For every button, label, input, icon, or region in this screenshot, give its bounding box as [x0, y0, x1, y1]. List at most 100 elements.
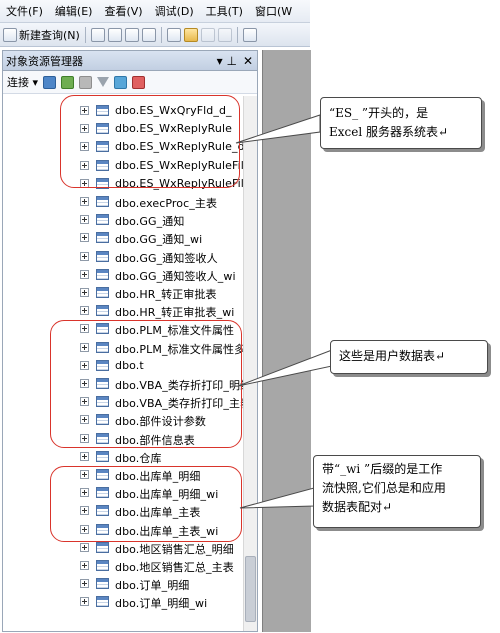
- tree-item-table[interactable]: dbo.ES_WxReplyRule_d: [3, 138, 243, 156]
- tree-item-table[interactable]: dbo.GG_通知: [3, 211, 243, 229]
- menu-view[interactable]: 查看(V): [104, 5, 143, 18]
- table-icon: [96, 578, 109, 590]
- toolbar-separator: [84, 26, 86, 43]
- menu-file[interactable]: 文件(F): [6, 5, 43, 18]
- tree-item-table[interactable]: dbo.VBA_类存折打印_主表: [3, 393, 243, 411]
- tree-item-table[interactable]: dbo.地区销售汇总_主表: [3, 557, 243, 575]
- expand-plus-icon[interactable]: [80, 524, 89, 534]
- table-icon: [96, 214, 109, 226]
- expand-plus-icon[interactable]: [80, 470, 89, 479]
- new-file-icon[interactable]: [166, 27, 181, 42]
- close-icon[interactable]: ✕: [242, 53, 253, 68]
- open-folder-icon[interactable]: [183, 27, 198, 42]
- connect-button[interactable]: 连接 ▾: [7, 76, 39, 89]
- tree-item-table[interactable]: dbo.ES_WxReplyRuleFill: [3, 175, 243, 193]
- tree-item-table[interactable]: dbo.部件信息表: [3, 430, 243, 448]
- tree-item-table[interactable]: dbo.GG_通知签收人: [3, 248, 243, 266]
- disconnect-icon[interactable]: [61, 75, 75, 89]
- expand-plus-icon[interactable]: [80, 542, 89, 552]
- callout-2-text: 这些是用户数据表↵: [339, 349, 446, 363]
- tree-item-table[interactable]: dbo.ES_WxReplyRule: [3, 120, 243, 138]
- tree-item-table[interactable]: dbo.GG_通知签收人_wi: [3, 266, 243, 284]
- expand-plus-icon[interactable]: [80, 342, 89, 352]
- table-icon: [96, 450, 109, 462]
- tree-scrollbar[interactable]: [243, 96, 257, 631]
- tree-item-table[interactable]: dbo.VBA_类存折打印_明细: [3, 375, 243, 393]
- expand-plus-icon[interactable]: [80, 124, 89, 134]
- expand-plus-icon[interactable]: [80, 579, 89, 589]
- summary-icon[interactable]: [132, 75, 146, 89]
- expand-plus-icon[interactable]: [80, 160, 89, 170]
- expand-plus-icon[interactable]: [80, 215, 89, 225]
- callout-wi-snapshot-tables: 带“_wi ”后缀的是工作 流快照,它们总是和应用 数据表配对↵: [313, 455, 481, 528]
- expand-plus-icon[interactable]: [80, 360, 89, 370]
- tree-item-table[interactable]: dbo.ES_WxQryFld_d_: [3, 102, 243, 120]
- save-all-icon[interactable]: [217, 27, 232, 42]
- tree-item-table[interactable]: dbo.ES_WxReplyRuleFill: [3, 157, 243, 175]
- table-icon: [96, 287, 109, 298]
- expand-plus-icon[interactable]: [80, 506, 89, 516]
- tree-item-table[interactable]: dbo.订单_明细: [3, 575, 243, 593]
- tree-item-table[interactable]: dbo.出库单_主表: [3, 502, 243, 520]
- tree-item-table[interactable]: dbo.HR_转正审批表_wi: [3, 302, 243, 320]
- menu-tools[interactable]: 工具(T): [205, 5, 243, 18]
- expand-plus-icon[interactable]: [80, 288, 89, 297]
- tree-item-table[interactable]: dbo.t: [3, 357, 243, 375]
- activity-monitor-icon[interactable]: [242, 27, 257, 42]
- tree-item-table[interactable]: dbo.PLM_标准文件属性多: [3, 339, 243, 357]
- tree-item-label: dbo.部件设计参数: [115, 415, 206, 429]
- tree-item-table[interactable]: dbo.地区销售汇总_明细: [3, 539, 243, 557]
- expand-plus-icon[interactable]: [80, 197, 89, 206]
- tree-item-table[interactable]: dbo.出库单_主表_wi: [3, 521, 243, 539]
- analysis-query-icon[interactable]: [107, 27, 122, 42]
- expand-plus-icon[interactable]: [80, 379, 89, 388]
- tree-item-label: dbo.VBA_类存折打印_主表: [115, 397, 243, 411]
- tree-item-label: dbo.t: [115, 358, 144, 372]
- new-query-label: 新建查询(N): [19, 28, 80, 42]
- mdx-query-icon[interactable]: [124, 27, 139, 42]
- menu-debug[interactable]: 调试(D): [154, 5, 194, 18]
- connect-object-icon[interactable]: [43, 75, 57, 89]
- tree-item-label: dbo.出库单_明细: [115, 470, 201, 483]
- expand-plus-icon[interactable]: [80, 561, 89, 570]
- pin-icon[interactable]: ▾ ⊥: [216, 53, 237, 68]
- table-icon: [96, 596, 109, 608]
- tree-item-table[interactable]: dbo.部件设计参数: [3, 411, 243, 429]
- tree-item-table[interactable]: dbo.出库单_明细: [3, 466, 243, 484]
- tree-item-table[interactable]: dbo.HR_转正审批表: [3, 284, 243, 302]
- expand-plus-icon[interactable]: [80, 324, 89, 334]
- menu-window[interactable]: 窗口(W: [254, 5, 293, 18]
- expand-plus-icon[interactable]: [80, 142, 89, 152]
- xmla-query-icon[interactable]: [141, 27, 156, 42]
- table-icon: [96, 414, 109, 426]
- expand-plus-icon[interactable]: [80, 433, 89, 443]
- callout-1-line-2: Excel 服务器系统表↵: [329, 125, 449, 139]
- new-query-button[interactable]: 新建查询(N): [3, 26, 80, 44]
- expand-plus-icon[interactable]: [80, 269, 89, 279]
- expand-plus-icon[interactable]: [80, 397, 89, 407]
- tree-item-table[interactable]: dbo.仓库: [3, 448, 243, 466]
- tree-item-table[interactable]: dbo.订单_明细_wi: [3, 593, 243, 611]
- tree-item-table[interactable]: dbo.execProc_主表: [3, 193, 243, 211]
- scrollbar-thumb[interactable]: [245, 556, 256, 622]
- callout-1-pointer: [235, 114, 321, 144]
- tree-item-table[interactable]: dbo.GG_通知_wi: [3, 229, 243, 247]
- tree-item-table[interactable]: dbo.PLM_标准文件属性: [3, 320, 243, 338]
- refresh-icon[interactable]: [114, 75, 128, 89]
- expand-plus-icon[interactable]: [80, 451, 89, 461]
- stop-icon[interactable]: [79, 75, 93, 89]
- expand-plus-icon[interactable]: [80, 233, 89, 243]
- expand-plus-icon[interactable]: [80, 488, 89, 498]
- standard-toolbar: 新建查询(N): [0, 23, 310, 47]
- expand-plus-icon[interactable]: [80, 597, 89, 607]
- expand-plus-icon[interactable]: [80, 306, 89, 316]
- expand-plus-icon[interactable]: [80, 415, 89, 425]
- tree-item-label: dbo.出库单_明细_wi: [115, 488, 219, 502]
- tree-item-table[interactable]: dbo.出库单_明细_wi: [3, 484, 243, 502]
- filter-icon[interactable]: [97, 77, 110, 87]
- expand-plus-icon[interactable]: [80, 106, 89, 115]
- expand-plus-icon[interactable]: [80, 251, 89, 261]
- database-engine-query-icon[interactable]: [90, 27, 105, 42]
- menu-edit[interactable]: 编辑(E): [54, 5, 93, 18]
- save-icon[interactable]: [200, 27, 215, 42]
